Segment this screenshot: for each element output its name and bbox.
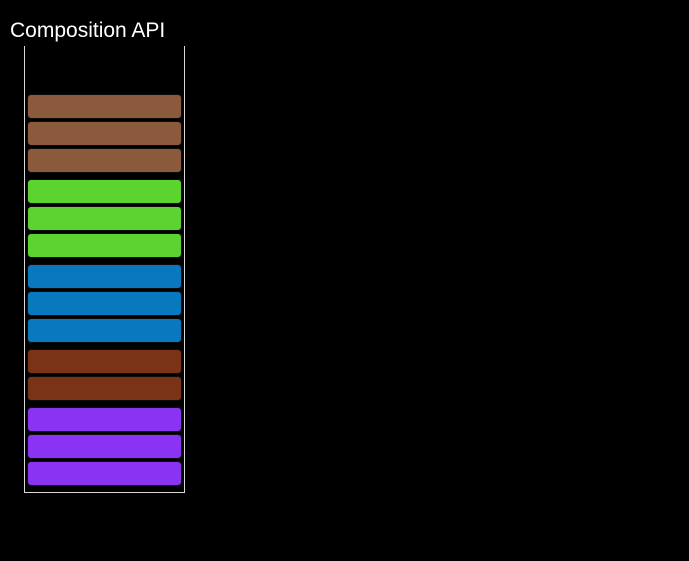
- bar-green-1[interactable]: [27, 179, 182, 204]
- bar-brown-1[interactable]: [27, 94, 182, 119]
- bar-purple-3[interactable]: [27, 461, 182, 486]
- bar-chart-container: [24, 46, 185, 493]
- bar-green-2[interactable]: [27, 206, 182, 231]
- bar-purple-1[interactable]: [27, 407, 182, 432]
- group-purple: [25, 407, 184, 486]
- bar-blue-3[interactable]: [27, 318, 182, 343]
- bar-dark-brown-1[interactable]: [27, 349, 182, 374]
- page-title: Composition API: [10, 19, 166, 42]
- group-dark-brown: [25, 349, 184, 401]
- bar-blue-1[interactable]: [27, 264, 182, 289]
- group-blue: [25, 264, 184, 343]
- bar-green-3[interactable]: [27, 233, 182, 258]
- bar-blue-2[interactable]: [27, 291, 182, 316]
- group-brown: [25, 94, 184, 173]
- bar-dark-brown-2[interactable]: [27, 376, 182, 401]
- bar-purple-2[interactable]: [27, 434, 182, 459]
- group-green: [25, 179, 184, 258]
- bar-brown-3[interactable]: [27, 148, 182, 173]
- bar-brown-2[interactable]: [27, 121, 182, 146]
